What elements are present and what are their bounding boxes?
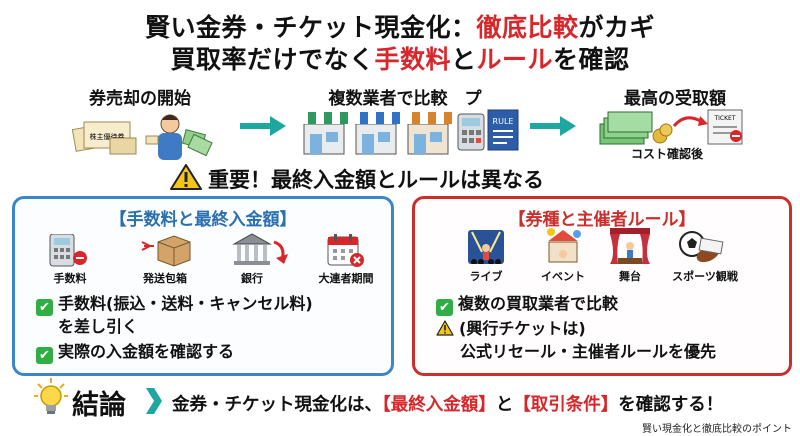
- conclusion-part: 金券・チケット現金化は、: [172, 395, 382, 415]
- title-highlight: 徹底比較: [476, 13, 579, 42]
- rule-text: RULE: [493, 117, 514, 126]
- rules-warning: (興行チケットは): [436, 318, 586, 340]
- sports-icon: [679, 231, 724, 263]
- ticket-sale-illustration: 株主優待券: [71, 114, 213, 160]
- shops-compare-illustration: RULE: [300, 109, 519, 155]
- warning-icon: [170, 164, 202, 190]
- rules-check-1: ✔ 複数の買取業者で比較: [436, 293, 618, 316]
- rules-warning-text: (興行チケットは): [459, 319, 586, 338]
- title-part: がカギ: [578, 13, 656, 42]
- conclusion-highlight: 【取引条件】: [513, 395, 619, 415]
- calendar-icon: [327, 234, 364, 267]
- title-highlight: ルール: [476, 45, 554, 74]
- rules-panel-title: 【券種と主催者ルール】: [508, 210, 696, 230]
- fees-check-2-text: 実際の入金額を確認する: [58, 342, 235, 361]
- icon-caption: 大連者期間: [318, 272, 374, 285]
- shop-icon: [404, 112, 452, 155]
- bank-icon: [232, 233, 288, 265]
- fees-panel-title: 【手数料と最終入金額】: [109, 210, 297, 230]
- fees-check-1-text: 手数料(振込・送料・キャンセル料): [58, 294, 313, 313]
- fees-check-1-cont: を差し引く: [58, 317, 139, 336]
- step-2-label: 複数業者で比較 プ: [328, 89, 482, 109]
- check-icon: ✔: [436, 299, 453, 316]
- rule-book-icon: RULE: [487, 109, 519, 151]
- money-payout-illustration: TICKET: [599, 109, 743, 145]
- rules-check-1-text: 複数の買取業者で比較: [458, 294, 619, 313]
- icon-caption: 手数料: [53, 272, 87, 285]
- ticket-label: TICKET: [713, 115, 735, 122]
- package-icon: [141, 235, 191, 267]
- fees-check-2: ✔ 実際の入金額を確認する: [36, 341, 234, 364]
- title-part: と: [450, 45, 477, 74]
- icon-caption: 発送包箱: [143, 272, 187, 285]
- check-icon: ✔: [36, 347, 53, 364]
- step-1-label: 券売却の開始: [89, 89, 191, 109]
- lightbulb-icon: [34, 378, 68, 414]
- icon-caption: 舞台: [619, 270, 641, 283]
- ticket-text: 株主優待券: [90, 132, 125, 141]
- conclusion-label: 結論: [72, 390, 126, 421]
- conclusion-text: 金券・チケット現金化は、【最終入金額】と【取引条件】を確認する！: [172, 391, 723, 416]
- calculator-icon: [457, 113, 485, 151]
- icon-caption: イベント: [541, 270, 585, 283]
- flow-arrow-2: [530, 116, 576, 136]
- shop-icon: [300, 112, 348, 155]
- stage-icon: [610, 228, 650, 264]
- rules-warning-cont: 公式リセール・主催者ルールを優先: [460, 342, 717, 361]
- title-line-2: 買取率だけでなく手数料とルールを確認: [0, 40, 800, 76]
- icon-caption: ライブ: [469, 270, 503, 283]
- cost-check-label: コスト確認後: [630, 147, 703, 161]
- shop-icon: [352, 112, 400, 155]
- chevron-right-icon: [146, 388, 162, 414]
- check-icon: ✔: [36, 299, 53, 316]
- icon-caption: スポーツ観戦: [672, 270, 738, 283]
- important-banner: 重要！最終入金額とルールは異なる: [208, 168, 544, 192]
- title-highlight: 手数料: [374, 45, 451, 74]
- fees-check-1: ✔ 手数料(振込・送料・キャンセル料): [36, 293, 313, 316]
- event-icon: [547, 228, 581, 263]
- concert-icon: [468, 230, 504, 264]
- fees-panel: [12, 196, 394, 376]
- title-line-1: 賢い金券・チケット現金化：徹底比較がカギ: [0, 8, 800, 44]
- calculator-icon: [49, 234, 87, 267]
- conclusion-part: と: [495, 395, 514, 415]
- warning-icon: [436, 320, 454, 336]
- flow-arrow-1: [240, 116, 286, 136]
- icon-caption: 銀行: [241, 272, 263, 285]
- conclusion-part: を確認する！: [618, 395, 724, 415]
- step-3-label: 最高の受取額: [624, 89, 726, 109]
- rules-panel: [412, 196, 792, 376]
- footer-caption: 賢い現金化と徹底比較のポイント: [642, 424, 792, 435]
- title-part: 賢い金券・チケット現金化：: [144, 13, 477, 42]
- title-part: を確認: [553, 45, 630, 74]
- title-part: 買取率だけでなく: [170, 45, 375, 74]
- conclusion-highlight: 【最終入金額】: [382, 395, 496, 415]
